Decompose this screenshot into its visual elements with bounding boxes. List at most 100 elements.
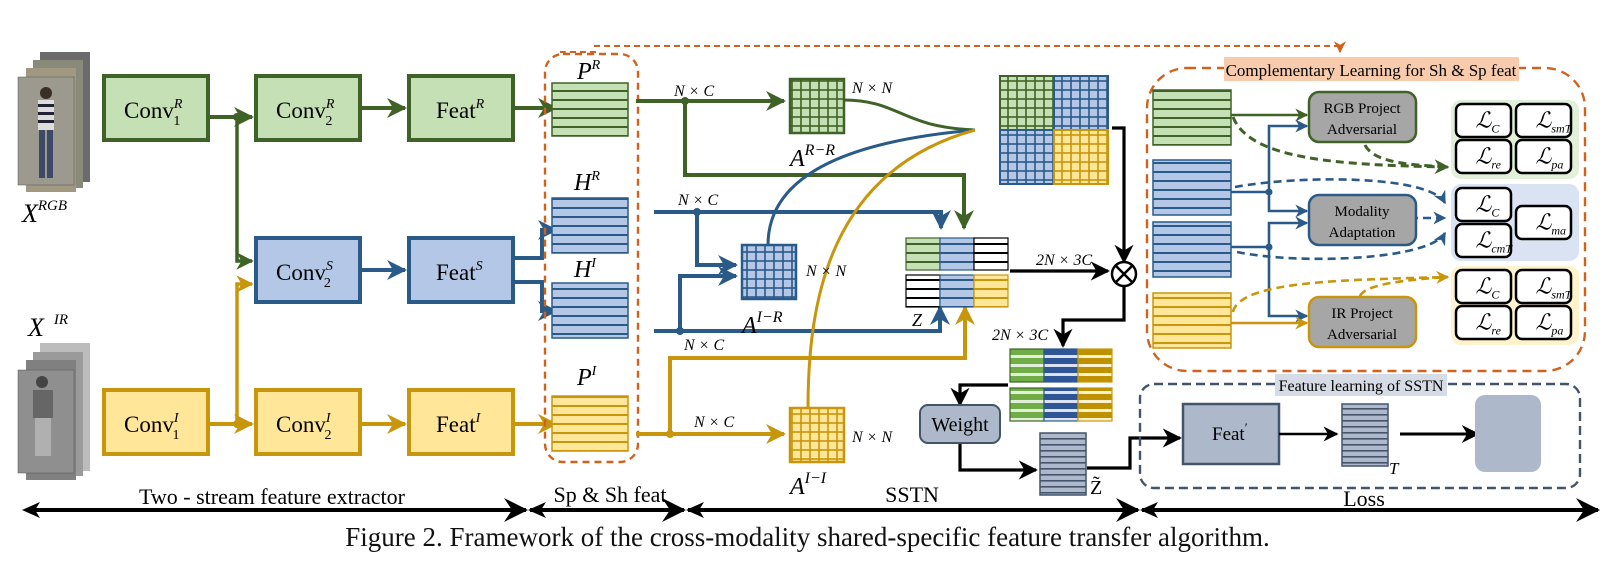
cl-rgb-stack — [1152, 89, 1232, 146]
z-matrix: Z — [905, 237, 1009, 330]
svg-text:Adversarial: Adversarial — [1327, 122, 1397, 138]
rgb-loss-smT: ℒsmT — [1514, 102, 1573, 139]
svg-text:ℒpa: ℒpa — [1536, 144, 1564, 172]
svg-text:ℒma: ℒma — [1536, 210, 1567, 238]
svg-text:ℒC: ℒC — [1476, 192, 1501, 220]
svg-text:FeatI: FeatI — [436, 411, 482, 437]
combined-affinity-matrix — [999, 75, 1109, 185]
svg-text:PR: PR — [576, 58, 601, 85]
rgb-loss-pa: ℒpa — [1514, 138, 1573, 175]
svg-text:FeatR: FeatR — [436, 97, 485, 123]
ir-loss-smT: ℒsmT — [1514, 268, 1573, 305]
stage-label-loss: Loss — [1343, 486, 1385, 511]
svg-text:RGB Project: RGB Project — [1323, 101, 1401, 117]
svg-text:Complementary Learning for Sh: Complementary Learning for Sh & Sp feat — [1226, 61, 1517, 80]
dim-2n3c-label-1: 2N × 3C — [1036, 252, 1092, 269]
svg-text:FeatS: FeatS — [436, 259, 483, 285]
ir-project-adversarial-block: IR Project Adversarial — [1307, 295, 1418, 349]
h-r-feature-stack: HR — [551, 169, 629, 254]
stage-dimension-arrowheads-left — [22, 502, 1158, 518]
extractor-arrows — [208, 98, 558, 434]
cl-shared-stack-2 — [1152, 221, 1232, 278]
svg-text:AI−R: AI−R — [740, 309, 783, 339]
stage-label-extractor: Two - stream feature extractor — [139, 484, 406, 509]
dim-2n3c-label-2: 2N × 3C — [992, 327, 1048, 344]
nxc-label-1: N × C — [673, 83, 714, 100]
sstn-arrows — [636, 91, 976, 444]
svg-text:AI−I: AI−I — [788, 470, 827, 500]
ir-loss-C: ℒC — [1454, 268, 1513, 305]
feature-learning-title: Feature learning of SSTN — [1275, 374, 1447, 396]
svg-text:ℒre: ℒre — [1476, 144, 1502, 172]
feat-ir-block: FeatI — [407, 388, 515, 456]
svg-text:T: T — [1389, 459, 1400, 478]
p-r-feature-stack: PR — [551, 58, 629, 137]
ir-loss-re: ℒre — [1454, 304, 1513, 341]
modality-loss-ma: ℒma — [1514, 204, 1573, 241]
a-rr-matrix: AR−R — [788, 77, 846, 172]
ir-loss-pa: ℒpa — [1514, 304, 1573, 341]
t-feature-stack: T — [1341, 403, 1400, 478]
sp-sh-feat-group — [543, 52, 640, 464]
stage-label-sstn: SSTN — [885, 482, 939, 507]
feat-prime-block: Feat′ — [1181, 402, 1281, 466]
feat-shared-block: FeatS — [407, 236, 515, 304]
nxc-label-4: N × C — [693, 414, 734, 431]
svg-text:Adaptation: Adaptation — [1329, 225, 1396, 241]
complementary-learning-group — [1145, 66, 1587, 373]
p-i-feature-stack: PI — [551, 364, 629, 452]
modality-loss-C: ℒC — [1454, 186, 1513, 223]
svg-text:HR: HR — [573, 169, 600, 196]
multiply-operator-icon — [1110, 260, 1138, 288]
svg-text:PI: PI — [576, 364, 598, 391]
nxc-label-3: N × C — [683, 337, 724, 354]
figure-caption: Figure 2. Framework of the cross-modalit… — [345, 522, 1270, 552]
cl-arrows — [1231, 108, 1450, 330]
complementary-title: Complementary Learning for Sh & Sp feat — [1224, 57, 1519, 81]
modality-loss-cmT: ℒcmT — [1454, 222, 1513, 259]
sstn-loss-group — [1475, 395, 1541, 472]
rgb-loss-re: ℒre — [1454, 138, 1513, 175]
nxn-label-2: N × N — [805, 263, 847, 280]
h-i-feature-stack: HI — [551, 256, 629, 339]
svg-text:ℒC: ℒC — [1476, 108, 1501, 136]
svg-text:Feature learning of SSTN: Feature learning of SSTN — [1279, 378, 1444, 395]
orange-dashed-connector — [559, 41, 1346, 54]
svg-text:ℒre: ℒre — [1476, 310, 1502, 338]
svg-text:Z̃: Z̃ — [1090, 475, 1102, 499]
svg-text:ℒpa: ℒpa — [1536, 310, 1564, 338]
svg-text:IR Project: IR Project — [1331, 306, 1393, 322]
x-rgb-label: XRGB — [21, 198, 67, 228]
z-tilde-stack: Z̃ — [1039, 432, 1102, 499]
transferred-feature-matrix — [1009, 348, 1113, 422]
stage-label-sp-sh: Sp & Sh feat — [553, 482, 666, 507]
svg-text:Adversarial: Adversarial — [1327, 327, 1397, 343]
svg-text:Z: Z — [912, 310, 923, 330]
cl-ir-stack — [1152, 292, 1232, 349]
svg-text:Feat′: Feat′ — [1212, 420, 1248, 445]
svg-text:HI: HI — [573, 256, 597, 283]
nxc-label-2: N × C — [677, 192, 718, 209]
modality-adaptation-block: Modality Adaptation — [1307, 193, 1418, 247]
nxn-label-1: N × N — [851, 80, 893, 97]
svg-text:Weight: Weight — [931, 414, 989, 436]
svg-text:Modality: Modality — [1335, 204, 1390, 220]
a-ii-matrix: AI−I — [788, 406, 846, 500]
svg-text:ℒsmT: ℒsmT — [1536, 108, 1573, 136]
svg-text:ℒsmT: ℒsmT — [1536, 274, 1573, 302]
rgb-project-adversarial-block: RGB Project Adversarial — [1307, 90, 1418, 144]
rgb-loss-C: ℒC — [1454, 102, 1513, 139]
cl-shared-stack-1 — [1152, 159, 1232, 216]
weight-block: Weight — [919, 404, 1001, 444]
